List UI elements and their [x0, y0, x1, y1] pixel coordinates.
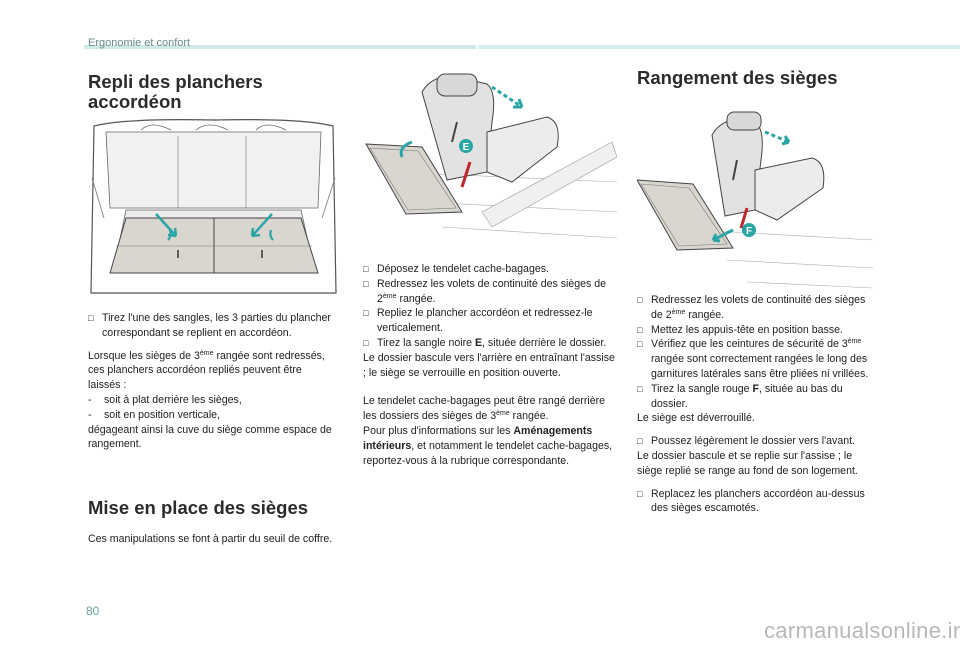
bullet-icon: □ [637, 383, 643, 394]
right-para-1: Le siège est déverrouillé. [637, 412, 755, 425]
right-bullet-5: □Poussez légèrement le dossier vers l'av… [637, 435, 855, 448]
watermark: carmanualsonline.info [764, 618, 960, 643]
seat-stow-illustration: F [637, 111, 873, 289]
bullet-icon: □ [637, 295, 643, 305]
right-bullet-3: □Vérifiez que les ceintures de sécurité … [637, 338, 869, 380]
left-title-block: Repli des planchers accordéon [88, 72, 333, 112]
middle-column: □Déposez le tendelet cache-bagages. □Red… [363, 262, 618, 468]
left-dash-1: -soit à plat derrière les sièges, [88, 393, 242, 406]
left-bullet-1: □ Tirez l'une des sangles, les 3 parties… [88, 312, 331, 339]
left-section-2: Mise en place des sièges Ces manipulatio… [88, 498, 333, 547]
figure-label-e: E [463, 142, 470, 153]
right-title: Rangement des sièges [637, 67, 838, 88]
bullet-icon: □ [637, 488, 643, 499]
section-label: Ergonomie et confort [88, 37, 191, 49]
middle-para-3: Pour plus d'informations sur les Aménage… [363, 424, 613, 467]
right-column: □Redressez les volets de continuité des … [637, 293, 877, 516]
page-number: 80 [86, 604, 100, 618]
left-title: Repli des planchers accordéon [88, 71, 263, 112]
bullet-icon: □ [363, 308, 369, 319]
right-title-block: Rangement des sièges [637, 68, 877, 88]
seat-unfold-illustration: E [365, 73, 617, 239]
right-bullet-6: □Replacez les planchers accordéon au-des… [637, 487, 865, 515]
right-bullet-2: □Mettez les appuis-tête en position bass… [637, 323, 843, 336]
bullet-icon: □ [363, 337, 369, 348]
header-bar-left [84, 45, 476, 49]
left-dash-2: -soit en position verticale, [88, 408, 221, 421]
right-para-2: Le dossier bascule et se replie sur l'as… [637, 449, 858, 477]
trunk-floor-illustration [86, 118, 341, 300]
right-bullet-4: □Tirez la sangle rouge F, située au bas … [637, 382, 843, 410]
middle-bullet-2: □Redressez les volets de continuité des … [363, 277, 607, 305]
middle-bullet-4: □Tirez la sangle noire E, située derrièr… [363, 336, 607, 349]
bullet-icon: □ [637, 324, 643, 335]
header-bar-right [478, 45, 960, 49]
middle-para-2: Le tendelet cache-bagages peut être rang… [363, 395, 606, 423]
bullet-icon: □ [637, 436, 643, 447]
left-para-1: Lorsque les sièges de 3ème rangée sont r… [88, 349, 325, 392]
right-bullet-1: □Redressez les volets de continuité des … [637, 294, 866, 321]
middle-bullet-3: □Repliez le plancher accordéon et redres… [363, 307, 593, 335]
left-para-3: Ces manipulations se font à partir du se… [88, 533, 333, 545]
left-title-2: Mise en place des sièges [88, 497, 309, 518]
bullet-icon: □ [637, 339, 643, 350]
left-para-2: dégageant ainsi la cuve du siège comme e… [88, 423, 332, 451]
bullet-icon: □ [363, 278, 369, 289]
left-column: □ Tirez l'une des sangles, les 3 parties… [88, 311, 333, 452]
middle-para-1: Le dossier bascule vers l'arrière en ent… [363, 351, 615, 379]
bullet-icon: □ [363, 264, 369, 274]
figure-label-f: F [746, 226, 752, 237]
middle-bullet-1: □Déposez le tendelet cache-bagages. [363, 263, 549, 275]
bullet-icon: □ [88, 313, 94, 323]
